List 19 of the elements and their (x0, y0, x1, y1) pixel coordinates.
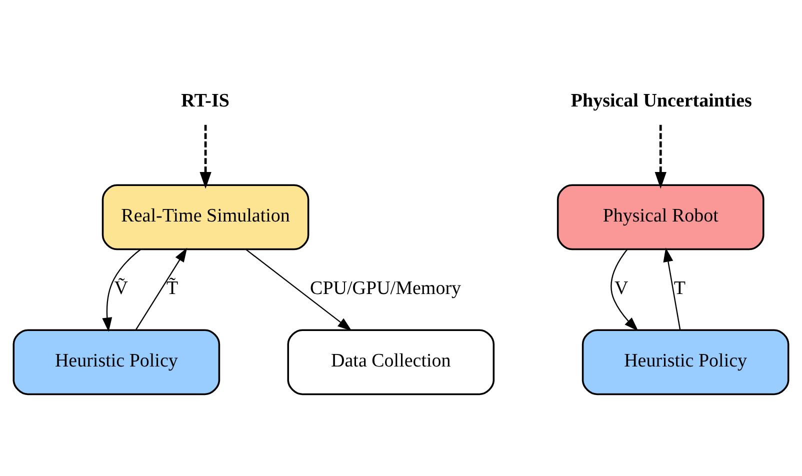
arrow (136, 248, 188, 330)
arrow (663, 248, 681, 330)
arrow (654, 124, 666, 189)
edge-label: V (614, 278, 628, 300)
node-box: Real-Time Simulation (102, 184, 310, 250)
node-box: Heuristic Policy (12, 329, 220, 396)
arrow (200, 124, 212, 189)
node-text: Physical Uncertainties (570, 90, 752, 112)
edge-label: T (674, 278, 686, 300)
edge-label: CPU/GPU/Memory (310, 278, 462, 300)
node-text: RT-IS (181, 90, 230, 112)
arrow (610, 248, 638, 332)
arrow (245, 248, 352, 331)
arrow (102, 249, 141, 332)
node-box: Heuristic Policy (582, 329, 790, 396)
node-box: Data Collection (287, 329, 495, 396)
edge-label: T̃ (166, 278, 178, 300)
edge-label: Ṽ (114, 278, 128, 300)
node-box: Physical Robot (556, 184, 764, 250)
